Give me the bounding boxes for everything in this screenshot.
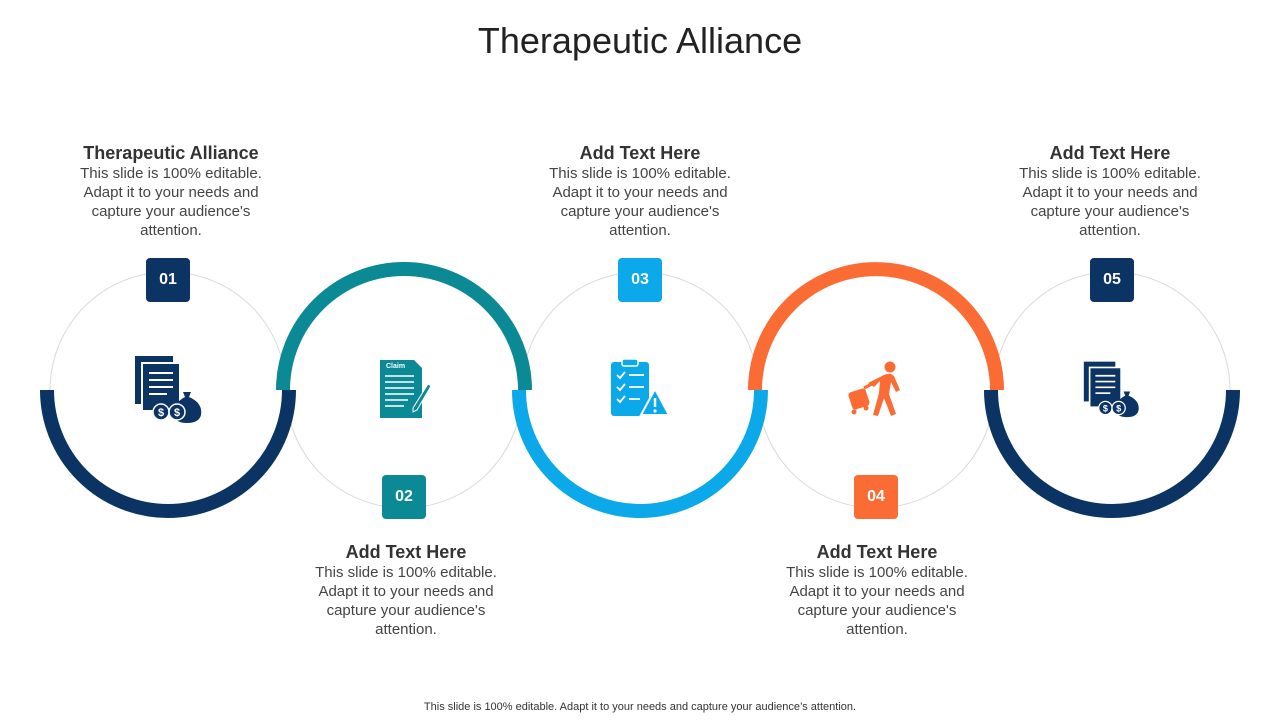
arc-3-bottom: [512, 389, 768, 518]
step-2-body: This slide is 100% editable. Adapt it to…: [315, 564, 497, 638]
arc-2-top: [276, 262, 532, 391]
step-1-text: Therapeutic Alliance This slide is 100% …: [71, 142, 271, 240]
step-4-badge: 04: [854, 475, 898, 519]
svg-text:$: $: [1116, 403, 1121, 413]
step-5-text: Add Text Here This slide is 100% editabl…: [1010, 142, 1210, 240]
arc-1-bottom: [40, 389, 296, 518]
checklist-warning-icon: [611, 358, 671, 416]
step-3-body: This slide is 100% editable. Adapt it to…: [549, 165, 731, 239]
arc-4-top: [748, 262, 1004, 391]
step-2-badge: 02: [382, 475, 426, 519]
arc-5-bottom: [984, 389, 1240, 518]
step-3-badge: 03: [618, 258, 662, 302]
claim-form-label: Claim: [386, 363, 405, 370]
step-5-heading: Add Text Here: [1049, 143, 1171, 163]
documents-money-icon: $ $: [1083, 361, 1139, 418]
documents-money-icon: $ $: [135, 356, 202, 423]
step-4-heading: Add Text Here: [816, 542, 938, 562]
page-title: Therapeutic Alliance: [477, 20, 803, 61]
step-5-badge: 05: [1090, 258, 1134, 302]
svg-text:$: $: [158, 407, 164, 419]
step-4-text: Add Text Here This slide is 100% editabl…: [777, 541, 977, 639]
claim-form-icon: Claim: [380, 360, 432, 418]
step-2-heading: Add Text Here: [345, 542, 467, 562]
footer-note: This slide is 100% editable. Adapt it to…: [423, 701, 857, 713]
step-1-body: This slide is 100% editable. Adapt it to…: [80, 165, 262, 239]
step-1-badge: 01: [146, 258, 190, 302]
step-3-text: Add Text Here This slide is 100% editabl…: [540, 142, 740, 240]
step-5-body: This slide is 100% editable. Adapt it to…: [1019, 165, 1201, 239]
step-2-text: Add Text Here This slide is 100% editabl…: [306, 541, 506, 639]
step-4-body: This slide is 100% editable. Adapt it to…: [786, 564, 968, 638]
step-3-heading: Add Text Here: [579, 143, 701, 163]
step-1-heading: Therapeutic Alliance: [83, 143, 259, 163]
svg-text:$: $: [1103, 403, 1108, 413]
svg-text:$: $: [174, 407, 180, 419]
traveler-luggage-icon: [848, 361, 900, 416]
